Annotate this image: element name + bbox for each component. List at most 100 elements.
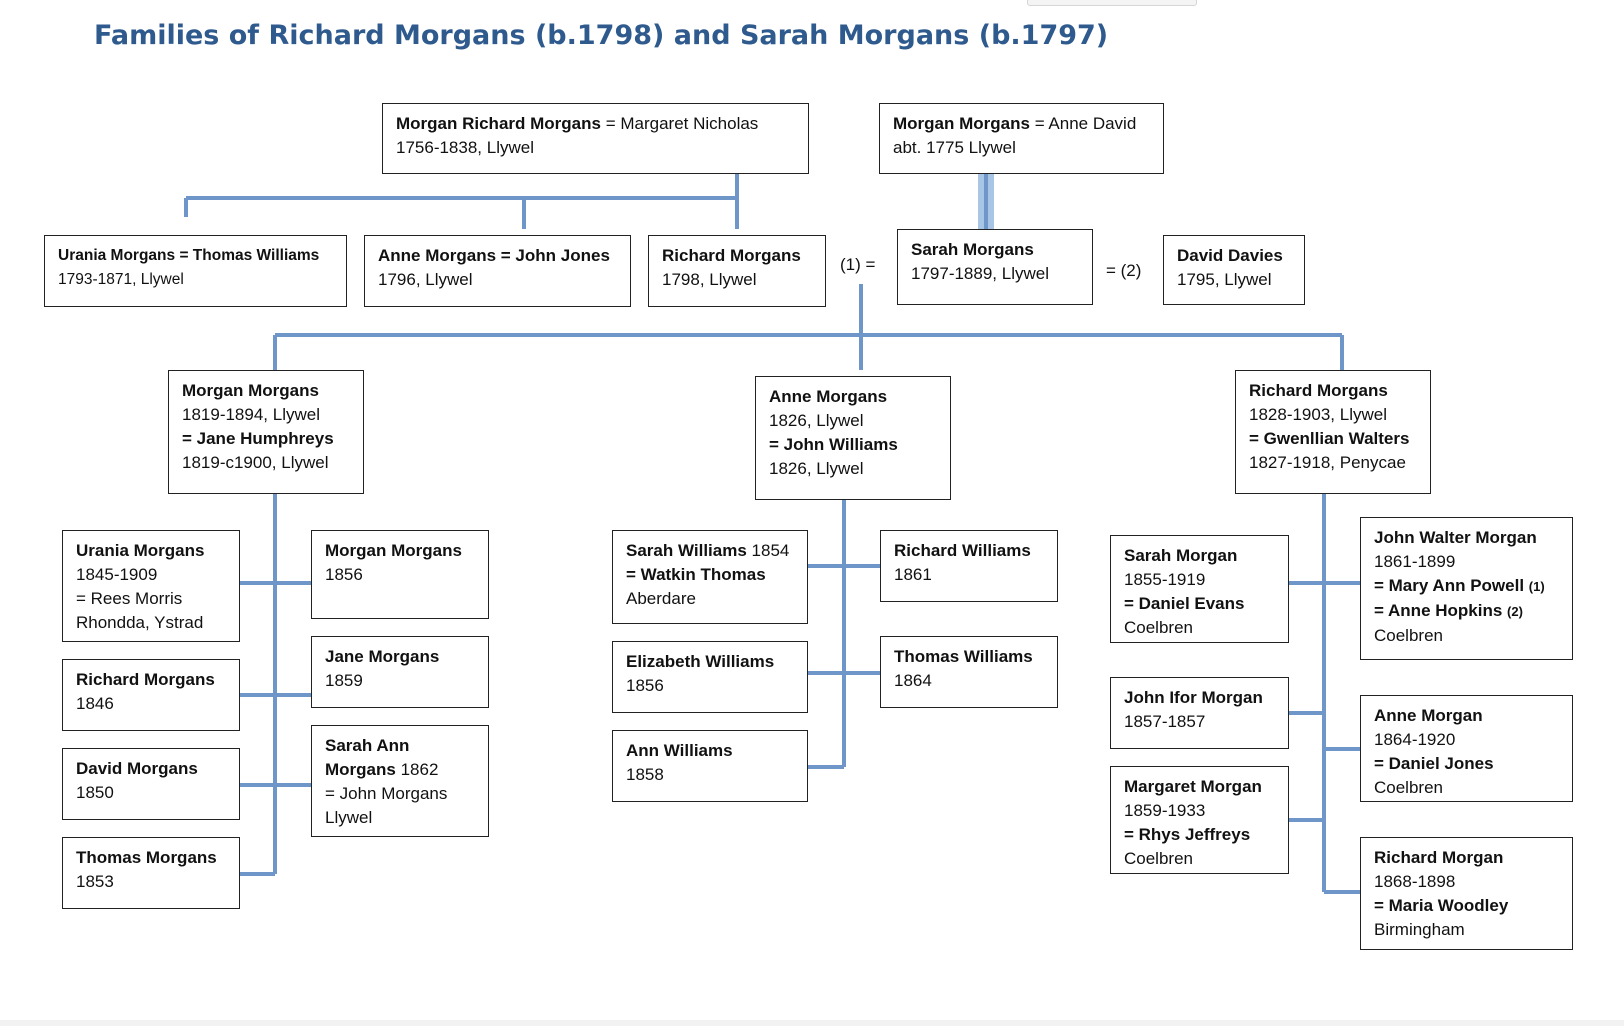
person-name: Richard Morgans <box>1249 381 1388 400</box>
person-detail: 1864 <box>894 671 932 690</box>
person-name: Elizabeth Williams <box>626 652 775 671</box>
person-detail: 1864-1920 <box>1374 730 1456 749</box>
person-name: David Davies <box>1177 246 1283 265</box>
person-detail: 1853 <box>76 872 114 891</box>
spouse-name: = Jane Humphreys <box>182 429 334 448</box>
person-jane-morgans: Jane Morgans 1859 <box>311 636 489 708</box>
person-detail: 1854 <box>751 541 790 560</box>
place: Birmingham <box>1374 920 1465 939</box>
person-anne-morgan: Anne Morgan 1864-1920 = Daniel Jones Coe… <box>1360 695 1573 802</box>
person-name: Morgan Richard Morgans <box>396 114 601 133</box>
person-anne-morgans-gen2: Anne Morgans = John Jones 1796, Llywel <box>364 235 631 307</box>
person-detail: 1795, Llywel <box>1177 270 1272 289</box>
person-detail: 1826, Llywel <box>769 411 864 430</box>
person-sarah-williams: Sarah Williams 1854 = Watkin Thomas Aber… <box>612 530 808 624</box>
person-elizabeth-williams: Elizabeth Williams 1856 <box>612 641 808 713</box>
person-detail: 1850 <box>76 783 114 802</box>
person-name: Margaret Morgan <box>1124 777 1262 796</box>
person-name: Urania Morgans <box>76 541 205 560</box>
person-thomas-williams: Thomas Williams 1864 <box>880 636 1058 708</box>
place: Llywel <box>325 808 373 827</box>
person-name: Sarah Morgans <box>911 240 1034 259</box>
marriage-label-2: = (2) <box>1106 261 1142 280</box>
person-name: John Ifor Morgan <box>1124 688 1263 707</box>
person-richard-morgans-gen2: Richard Morgans 1798, Llywel <box>648 235 826 307</box>
person-name: Ann Williams <box>626 741 733 760</box>
spouse-name: = Gwenllian Walters <box>1249 429 1410 448</box>
spouse-name: = Daniel Jones <box>1374 754 1494 773</box>
person-john-ifor-morgan: John Ifor Morgan 1857-1857 <box>1110 677 1289 749</box>
place: Coelbren <box>1124 618 1193 637</box>
person-urania-morgans: Urania Morgans = Thomas Williams 1793-18… <box>44 235 347 307</box>
person-detail: 1861-1899 <box>1374 552 1456 571</box>
marriage-label-1: (1) = <box>840 255 876 274</box>
person-name: Morgans <box>325 760 396 779</box>
person-name: Richard Morgans <box>662 246 801 265</box>
person-detail: 1819-1894, Llywel <box>182 405 320 424</box>
spouse-detail: 1827-1918, Penycae <box>1249 453 1406 472</box>
spouse-name: = John Morgans <box>325 784 448 803</box>
spouse-name: = Anne David <box>1034 114 1137 133</box>
place: Coelbren <box>1124 849 1193 868</box>
person-name: Richard Morgan <box>1374 848 1504 867</box>
person-detail: 1796, Llywel <box>378 270 473 289</box>
person-detail: 1856 <box>626 676 664 695</box>
spouse-name: = Anne Hopkins <box>1374 601 1503 620</box>
window-corner-tab <box>1027 0 1197 6</box>
person-detail: 1855-1919 <box>1124 570 1206 589</box>
spouse-detail: 1819-c1900, Llywel <box>182 453 329 472</box>
person-detail: 1868-1898 <box>1374 872 1456 891</box>
person-richard-morgan: Richard Morgan 1868-1898 = Maria Woodley… <box>1360 837 1573 950</box>
person-name: Anne Morgans = John Jones <box>378 246 610 265</box>
person-ann-williams: Ann Williams 1858 <box>612 730 808 802</box>
spouse-name: = Rees Morris <box>76 589 183 608</box>
person-name: Thomas Morgans <box>76 848 217 867</box>
person-detail: 1828-1903, Llywel <box>1249 405 1387 424</box>
person-morgan-richard-morgans: Morgan Richard Morgans = Margaret Nichol… <box>382 103 809 174</box>
spouse-name: = Maria Woodley <box>1374 896 1509 915</box>
person-name: Morgan Morgans <box>893 114 1030 133</box>
spouse-name: = Margaret Nicholas <box>605 114 759 133</box>
spouse-name: = John Williams <box>769 435 898 454</box>
marriage-mark: (1) <box>1528 579 1545 594</box>
person-john-walter-morgan: John Walter Morgan 1861-1899 = Mary Ann … <box>1360 517 1573 660</box>
person-thomas-morgans: Thomas Morgans 1853 <box>62 837 240 909</box>
person-anne-morgans-gen3: Anne Morgans 1826, Llywel = John William… <box>755 376 951 500</box>
spouse-name: = Mary Ann Powell <box>1374 576 1525 595</box>
person-richard-williams: Richard Williams 1861 <box>880 530 1058 602</box>
place: Aberdare <box>626 589 696 608</box>
person-name: Richard Morgans <box>76 670 215 689</box>
spouse-name: = Daniel Evans <box>1124 594 1245 613</box>
person-name: Jane Morgans <box>325 647 440 666</box>
person-sarah-ann-morgans: Sarah Ann Morgans 1862 = John Morgans Ll… <box>311 725 489 837</box>
person-name: Morgan Morgans <box>325 541 462 560</box>
spouse-name: = Watkin Thomas <box>626 565 766 584</box>
place: Rhondda, Ystrad <box>76 613 204 632</box>
person-detail: 1862 <box>400 760 439 779</box>
place: Coelbren <box>1374 778 1443 797</box>
person-name: Richard Williams <box>894 541 1031 560</box>
person-name: Anne Morgans <box>769 387 888 406</box>
person-name: Urania Morgans = Thomas Williams <box>58 247 320 264</box>
person-name: Sarah Ann <box>325 736 410 755</box>
spouse-detail: 1826, Llywel <box>769 459 864 478</box>
person-detail: 1859 <box>325 671 363 690</box>
person-richard-morgans-gen3: Richard Morgans 1828-1903, Llywel = Gwen… <box>1235 370 1431 494</box>
person-sarah-morgan: Sarah Morgan 1855-1919 = Daniel Evans Co… <box>1110 535 1289 643</box>
person-detail: 1797-1889, Llywel <box>911 264 1049 283</box>
person-detail: 1859-1933 <box>1124 801 1206 820</box>
person-name: Sarah Williams <box>626 541 747 560</box>
person-detail: 1846 <box>76 694 114 713</box>
page-bottom-edge <box>0 1020 1624 1026</box>
spouse-name: = Rhys Jeffreys <box>1124 825 1251 844</box>
page-title: Families of Richard Morgans (b.1798) and… <box>94 20 1109 51</box>
person-detail: 1858 <box>626 765 664 784</box>
place: Coelbren <box>1374 626 1443 645</box>
person-sarah-morgans-gen2: Sarah Morgans 1797-1889, Llywel <box>897 229 1093 305</box>
person-name: John Walter Morgan <box>1374 528 1537 547</box>
person-name: Morgan Morgans <box>182 381 319 400</box>
person-name: Sarah Morgan <box>1124 546 1238 565</box>
person-david-davies: David Davies 1795, Llywel <box>1163 235 1305 305</box>
person-detail: 1861 <box>894 565 932 584</box>
